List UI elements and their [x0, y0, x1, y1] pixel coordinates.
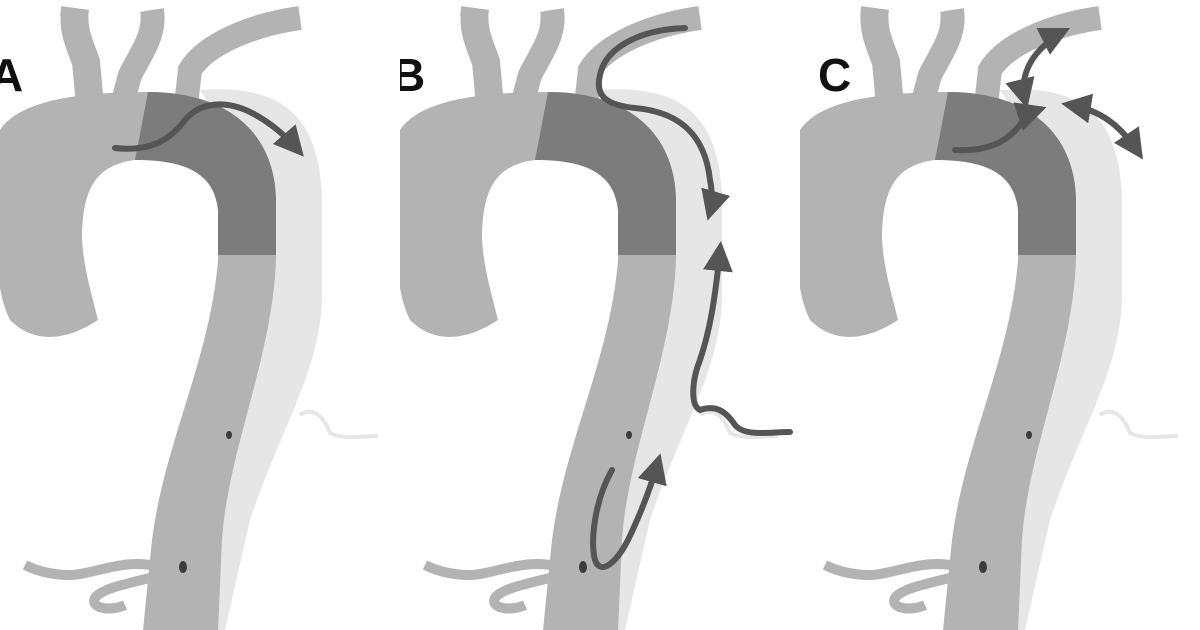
aorta-diagram-a: [0, 0, 400, 630]
panel-label-a: A: [0, 49, 24, 101]
flow-arrow-c-main: [952, 102, 1047, 154]
panel-label-b: B: [400, 49, 426, 101]
flow-arrow-c-false-lumen: [1061, 93, 1143, 160]
aorta-diagram-b: [400, 0, 793, 630]
aorta-diagram-c: [800, 0, 1200, 630]
flow-arrow-b-lower: [690, 241, 793, 436]
panel-label-c: C: [818, 49, 852, 101]
flow-arrow-a: [112, 101, 304, 157]
flow-arrow-b-upper: [595, 25, 731, 221]
flow-arrow-b-bottom: [590, 453, 667, 570]
flow-arrow-c-branch: [1005, 27, 1071, 109]
panel-c: C: [800, 0, 1200, 630]
panel-a: A: [0, 0, 400, 630]
panel-b: B: [400, 0, 800, 630]
